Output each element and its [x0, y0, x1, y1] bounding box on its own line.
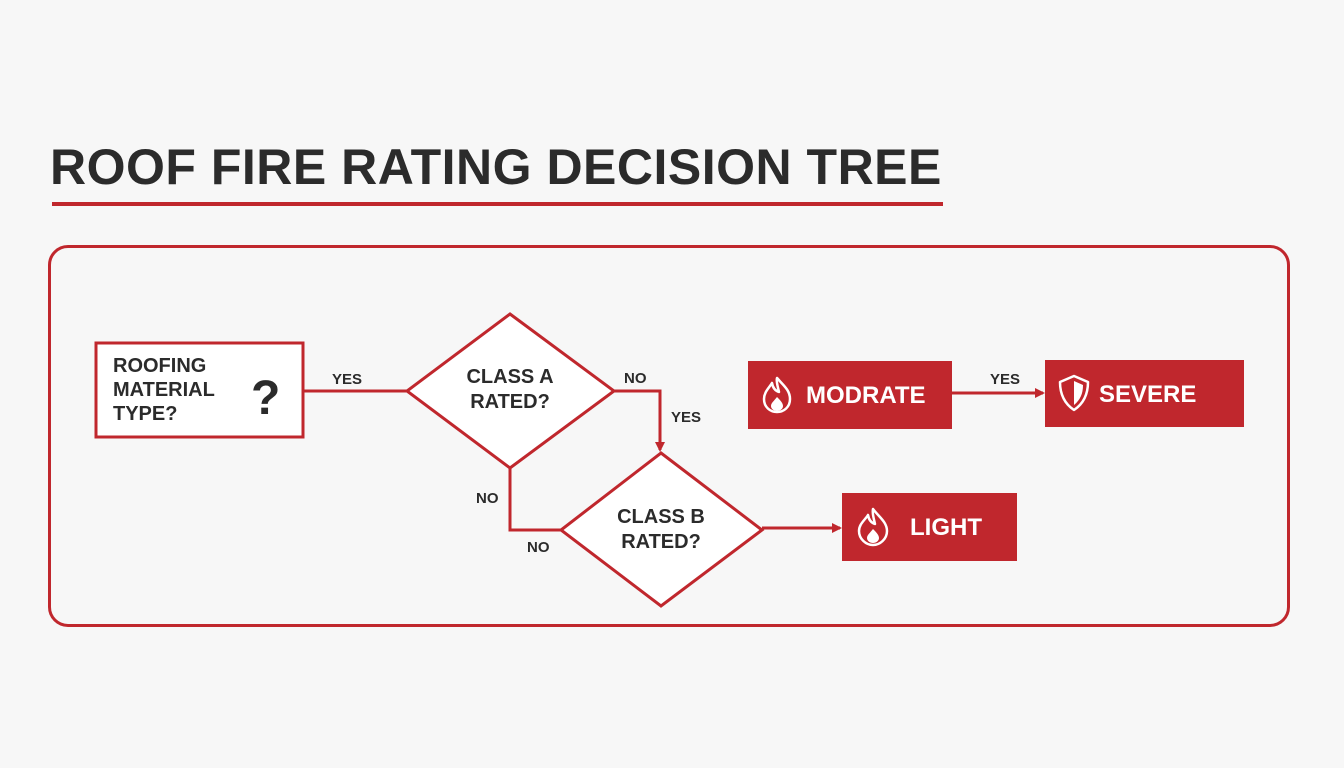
class-a-line1: CLASS A	[466, 366, 553, 388]
start-node-line3: TYPE?	[113, 403, 177, 425]
start-node: ROOFING MATERIAL TYPE? ?	[94, 341, 305, 439]
class-b-line2: RATED?	[621, 531, 701, 553]
light-label: LIGHT	[910, 514, 982, 541]
light-node: LIGHT	[842, 493, 1017, 561]
shield-icon	[1058, 374, 1090, 412]
class-b-node: CLASS B RATED?	[558, 451, 765, 608]
start-node-line2: MATERIAL	[113, 379, 215, 401]
severe-node: SEVERE	[1045, 360, 1244, 427]
edge-class-a-to-class-b-right	[614, 389, 665, 452]
edge-label-class-a-down: NO	[476, 490, 499, 507]
edge-label-moderate-to-severe: YES	[990, 371, 1020, 388]
edge-label-start-to-class-a: YES	[332, 371, 362, 388]
moderate-label: MODRATE	[806, 382, 926, 409]
page-title: ROOF FIRE RATING DECISION TREE	[50, 139, 942, 195]
flame-icon	[762, 376, 792, 414]
edge-label-class-a-right-down: YES	[671, 409, 701, 426]
class-a-node: CLASS A RATED?	[404, 312, 617, 470]
diagram-frame	[48, 245, 1290, 627]
edge-label-class-a-to-class-b: NO	[527, 539, 550, 556]
edge-class-a-to-class-b-left	[508, 468, 561, 532]
flame-icon	[857, 507, 889, 547]
moderate-node: MODRATE	[748, 361, 952, 429]
class-a-line2: RATED?	[470, 391, 550, 413]
edge-label-class-a-right: NO	[624, 370, 647, 387]
class-b-line1: CLASS B	[617, 506, 705, 528]
question-mark-icon: ?	[251, 372, 280, 425]
title-underline	[52, 202, 943, 206]
severe-label: SEVERE	[1099, 381, 1196, 408]
start-node-line1: ROOFING	[113, 355, 206, 377]
